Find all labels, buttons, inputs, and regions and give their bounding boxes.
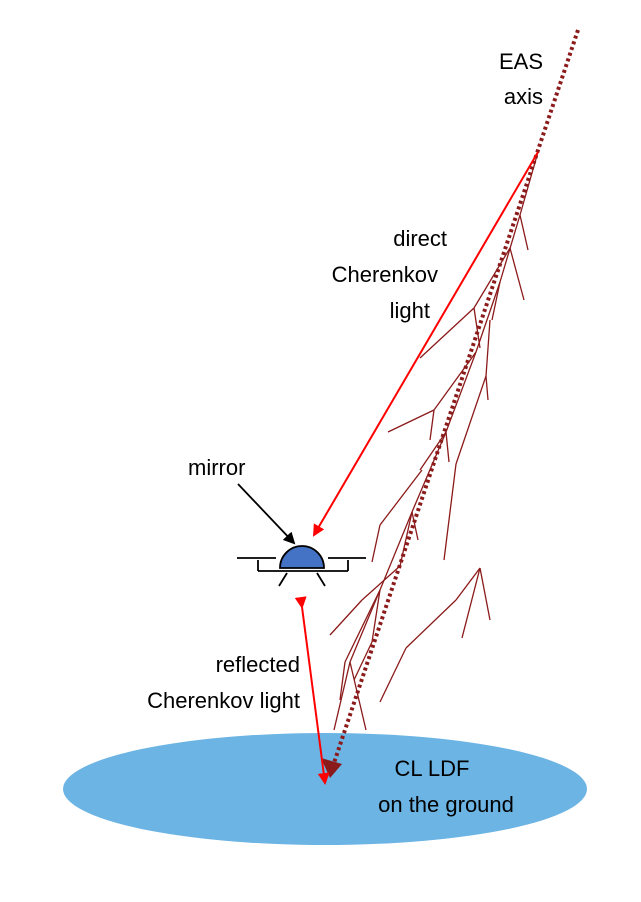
- reflected-light-label-line2: Cherenkov light: [147, 688, 300, 713]
- reflected-light-label-line1: reflected: [216, 652, 300, 677]
- ground-ldf-label-line2: on the ground: [378, 792, 514, 817]
- eas-axis-line: [328, 29, 580, 776]
- direct-light-label-line3: light: [390, 298, 430, 323]
- eas-axis-label-line1: EAS: [499, 49, 543, 74]
- direct-light-label-line2: Cherenkov: [332, 262, 438, 287]
- mirror-pointer-arrow: [237, 483, 296, 545]
- reflected-light-arrow: [294, 596, 330, 785]
- direct-light-arrow: [312, 151, 539, 537]
- mirror-detector-icon: [237, 545, 366, 587]
- ground-ellipse: [63, 733, 587, 845]
- mirror-label: mirror: [188, 455, 245, 480]
- direct-light-label-line1: direct: [393, 226, 447, 251]
- ground-ldf-label-line1: CL LDF: [395, 756, 470, 781]
- eas-axis-label-line2: axis: [504, 84, 543, 109]
